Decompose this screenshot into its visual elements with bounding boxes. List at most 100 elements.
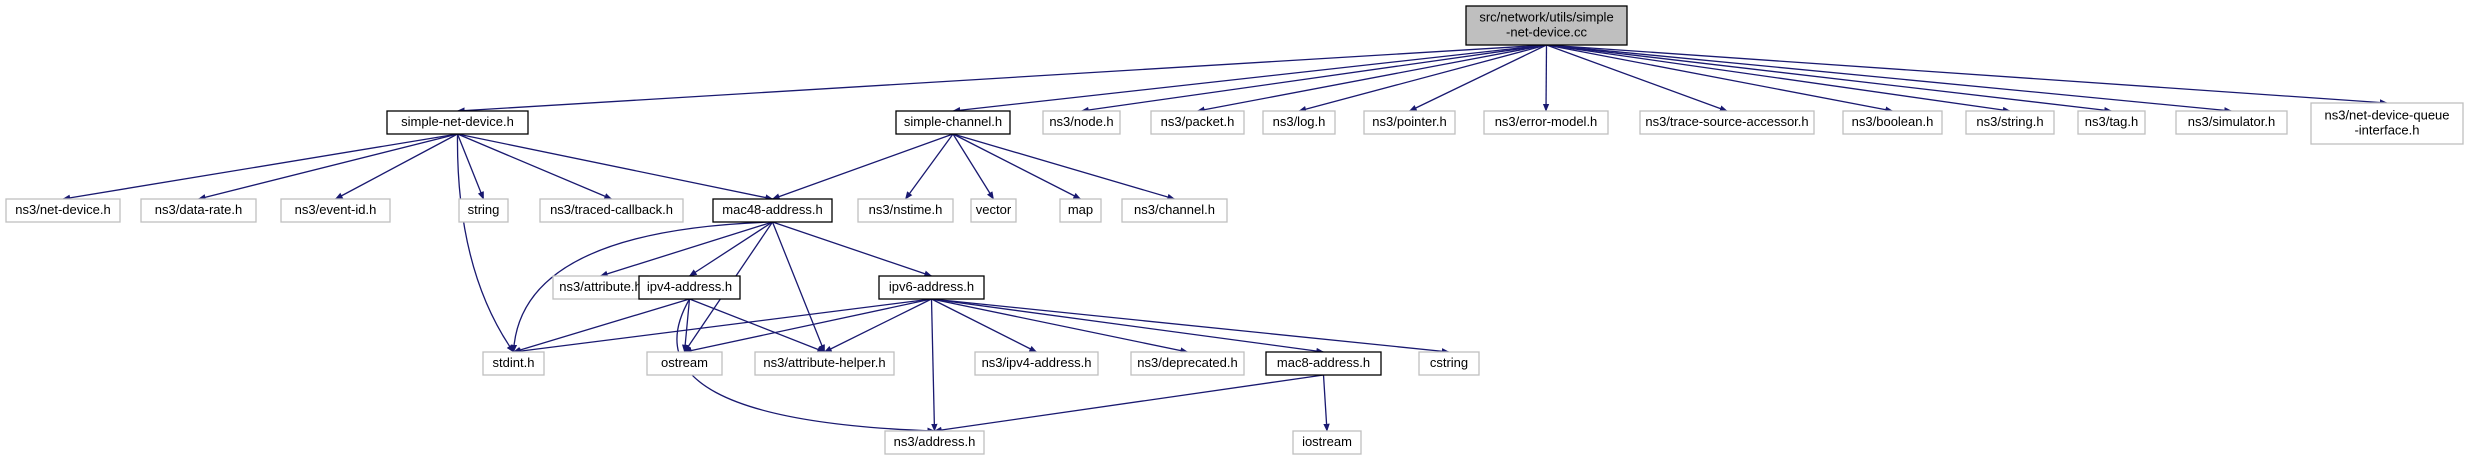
- edge-root-to-packet: [1196, 44, 1547, 113]
- node-box: [878, 275, 985, 300]
- node-ns3-boolean-h: ns3/boolean.h: [1842, 110, 1943, 135]
- node-label: ns3/simulator.h: [2188, 114, 2275, 129]
- node-ns3-error-model-h: ns3/error-model.h: [1483, 110, 1609, 135]
- nodes-layer: src/network/utils/simple-net-device.cc si…: [5, 5, 2464, 455]
- node-box: [1842, 110, 1943, 135]
- node-box: [1130, 351, 1245, 376]
- node-box: [539, 198, 684, 223]
- node-box: [974, 351, 1099, 376]
- node-box: [2175, 110, 2288, 135]
- edge-root-to-tsa: [1546, 44, 1728, 112]
- edge-root-to-log: [1298, 44, 1547, 113]
- node-box: [1262, 110, 1336, 135]
- node-box: [2077, 110, 2146, 135]
- node-label: ostream: [661, 355, 708, 370]
- node-box: [970, 198, 1017, 223]
- node-box: [1265, 351, 1382, 376]
- edge-snd-to-tracedcb: [457, 133, 613, 200]
- node-label: simple-net-device.h: [401, 114, 514, 129]
- edge-mac48-to-attribute: [599, 221, 773, 277]
- edge-ipv4-to-attrhelper: [689, 298, 826, 353]
- edge-root-to-pointer: [1408, 44, 1547, 112]
- node-box: [2310, 102, 2464, 145]
- node-ipv6-address-h[interactable]: ipv6-address.h: [878, 275, 985, 300]
- node-label: ns3/deprecated.h: [1137, 355, 1237, 370]
- node-src-network-utils-simple-net-device-cc[interactable]: src/network/utils/simple-net-device.cc: [1465, 5, 1628, 46]
- node-cstring: cstring: [1418, 351, 1480, 376]
- node-simple-channel-h[interactable]: simple-channel.h: [895, 110, 1011, 135]
- node-vector: vector: [970, 198, 1017, 223]
- node-label: ns3/string.h: [1976, 114, 2043, 129]
- node-ns3-string-h: ns3/string.h: [1965, 110, 2055, 135]
- edge-mac8-to-iostream: [1322, 374, 1330, 432]
- node-box: [458, 198, 509, 223]
- edge-ipv4-to-address: [676, 298, 936, 434]
- node-label: -interface.h: [2354, 122, 2419, 137]
- edge-ipv6-to-ns3ipv4: [931, 298, 1038, 353]
- node-label: ns3/net-device.h: [15, 202, 110, 217]
- node-label: ns3/tag.h: [2085, 114, 2139, 129]
- edge-sch-to-map: [952, 133, 1082, 200]
- edge-snd-to-string: [456, 133, 485, 200]
- node-simple-net-device-h[interactable]: simple-net-device.h: [386, 110, 529, 135]
- node-ns3-tag-h: ns3/tag.h: [2077, 110, 2146, 135]
- edge-root-to-sch: [952, 44, 1547, 114]
- node-ostream: ostream: [646, 351, 723, 376]
- node-label: mac48-address.h: [722, 202, 822, 217]
- edge-snd-to-netdev: [62, 133, 458, 201]
- node-label: ns3/pointer.h: [1372, 114, 1446, 129]
- node-label: ns3/error-model.h: [1495, 114, 1598, 129]
- node-label: ns3/boolean.h: [1852, 114, 1934, 129]
- node-ns3-deprecated-h: ns3/deprecated.h: [1130, 351, 1245, 376]
- edge-snd-to-eventid: [334, 133, 458, 200]
- node-ns3-trace-source-accessor-h: ns3/trace-source-accessor.h: [1639, 110, 1815, 135]
- node-box: [857, 198, 954, 223]
- node-box: [1639, 110, 1815, 135]
- node-label: -net-device.cc: [1506, 24, 1587, 39]
- edge-ipv6-to-stdint: [512, 298, 932, 355]
- edge-sch-to-vector: [952, 133, 995, 200]
- node-box: [1150, 110, 1245, 135]
- node-ns3-ipv4-address-h: ns3/ipv4-address.h: [974, 351, 1099, 376]
- edge-root-to-simulator: [1546, 44, 2233, 114]
- node-label: ns3/packet.h: [1161, 114, 1235, 129]
- node-ns3-traced-callback-h: ns3/traced-callback.h: [539, 198, 684, 223]
- edge-snd-to-mac48: [457, 133, 774, 201]
- edge-snd-to-datarate: [197, 133, 458, 201]
- node-ns3-net-device-queue-interface-h: ns3/net-device-queue-interface.h: [2310, 102, 2464, 145]
- edge-root-to-node: [1080, 44, 1547, 114]
- node-box: [1363, 110, 1456, 135]
- node-ns3-net-device-h: ns3/net-device.h: [5, 198, 121, 223]
- node-box: [140, 198, 257, 223]
- edge-ipv6-to-address: [930, 298, 938, 432]
- node-label: ns3/net-device-queue: [2324, 107, 2449, 122]
- node-label: ns3/attribute.h: [559, 279, 641, 294]
- node-ns3-packet-h: ns3/packet.h: [1150, 110, 1245, 135]
- node-label: ipv6-address.h: [889, 279, 974, 294]
- node-label: ns3/channel.h: [1134, 202, 1215, 217]
- node-box: [884, 430, 985, 455]
- node-box: [754, 351, 895, 376]
- edge-ipv6-to-cstring: [931, 298, 1450, 355]
- node-ipv4-address-h[interactable]: ipv4-address.h: [638, 275, 741, 300]
- edge-ipv6-to-deprecated: [931, 298, 1189, 354]
- node-label: iostream: [1302, 434, 1352, 449]
- node-ns3-pointer-h: ns3/pointer.h: [1363, 110, 1456, 135]
- node-ns3-log-h: ns3/log.h: [1262, 110, 1336, 135]
- edge-root-to-snd: [456, 44, 1547, 114]
- node-ns3-address-h: ns3/address.h: [884, 430, 985, 455]
- edge-mac48-to-attrhelper: [771, 221, 826, 353]
- node-label: ns3/address.h: [894, 434, 976, 449]
- edge-sch-to-channel: [952, 133, 1176, 201]
- edge-mac8-to-address: [933, 374, 1324, 434]
- node-box: [638, 275, 741, 300]
- node-mac8-address-h[interactable]: mac8-address.h: [1265, 351, 1382, 376]
- node-mac48-address-h[interactable]: mac48-address.h: [712, 198, 833, 223]
- node-label: string: [468, 202, 500, 217]
- node-label: vector: [976, 202, 1012, 217]
- node-box: [1059, 198, 1102, 223]
- edge-ipv6-to-ostream: [683, 298, 932, 354]
- node-label: ns3/ipv4-address.h: [982, 355, 1092, 370]
- node-label: ns3/traced-callback.h: [550, 202, 673, 217]
